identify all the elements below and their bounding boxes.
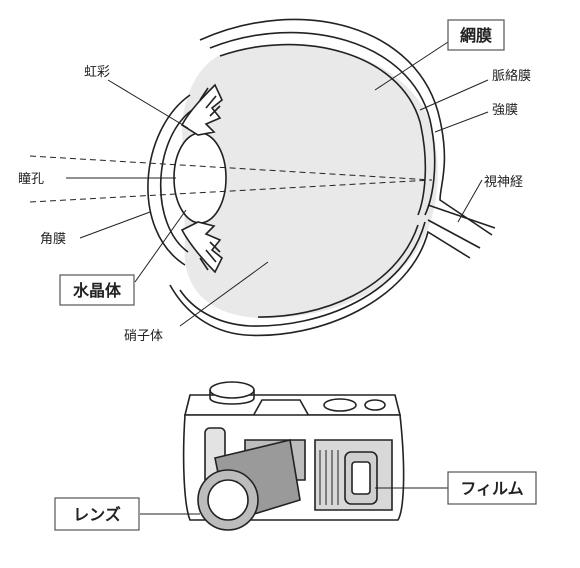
ciliary-upper-detail: [199, 87, 221, 117]
camera-dial-left-side: [209, 390, 255, 405]
eye-illustration: [29, 18, 496, 337]
retina-label-box: [447, 19, 505, 51]
sclera-outline: [199, 18, 493, 236]
camera-lens-label-box: [54, 497, 140, 531]
choroid-lower-outline: [179, 221, 426, 327]
choroid-outline: [209, 31, 436, 216]
label-vitreous: 硝子体: [124, 329, 163, 344]
leader-lens: [134, 209, 187, 283]
label-lens: 水晶体: [73, 281, 122, 300]
leader-choroid: [419, 79, 489, 111]
film-label-box: [447, 471, 537, 505]
label-camera-lens: レンズ: [73, 505, 121, 524]
camera-leader-lines: [140, 487, 448, 515]
leader-sclera: [434, 111, 489, 133]
retina-outline: [219, 43, 427, 216]
iris-upper-shape: [180, 83, 223, 136]
ciliary-lower-detail: [199, 241, 221, 271]
camera-dial-left: [209, 381, 255, 399]
optic-nerve-shape: [427, 204, 496, 249]
lens-label-box: [59, 274, 135, 306]
camera-button-right: [364, 399, 386, 411]
leader-iris: [107, 79, 189, 129]
sclera-lower-outline: [169, 230, 471, 337]
light-ray-upper: [29, 155, 433, 181]
label-sclera: 強膜: [492, 103, 518, 118]
label-iris: 虹彩: [84, 65, 110, 80]
leader-vitreous: [179, 261, 269, 327]
eye-leader-lines: [66, 41, 489, 327]
camera-dial-right: [323, 398, 357, 412]
label-pupil: 瞳孔: [18, 172, 44, 187]
light-ray-lower: [29, 179, 433, 203]
crystalline-lens-shape: [173, 132, 227, 224]
cornea-outline: [147, 94, 191, 266]
label-optic-nerve: 視神経: [484, 175, 523, 190]
iris-lower-shape: [180, 221, 224, 274]
camera-illustration: [182, 381, 405, 531]
leader-retina: [374, 41, 449, 91]
leader-cornea: [79, 211, 151, 239]
retina-lower-outline: [257, 224, 419, 318]
film-strip-stripes: [319, 450, 339, 505]
camera-lens-glass: [207, 479, 249, 521]
label-choroid: 脈絡膜: [492, 68, 531, 84]
leader-optic-nerve: [457, 179, 483, 223]
label-cornea: 角膜: [40, 232, 66, 247]
vitreous-body-shape: [182, 44, 438, 319]
label-camera-film: フィルム: [460, 479, 523, 498]
label-retina: 網膜: [460, 26, 492, 45]
film-canister-inner: [351, 461, 371, 495]
